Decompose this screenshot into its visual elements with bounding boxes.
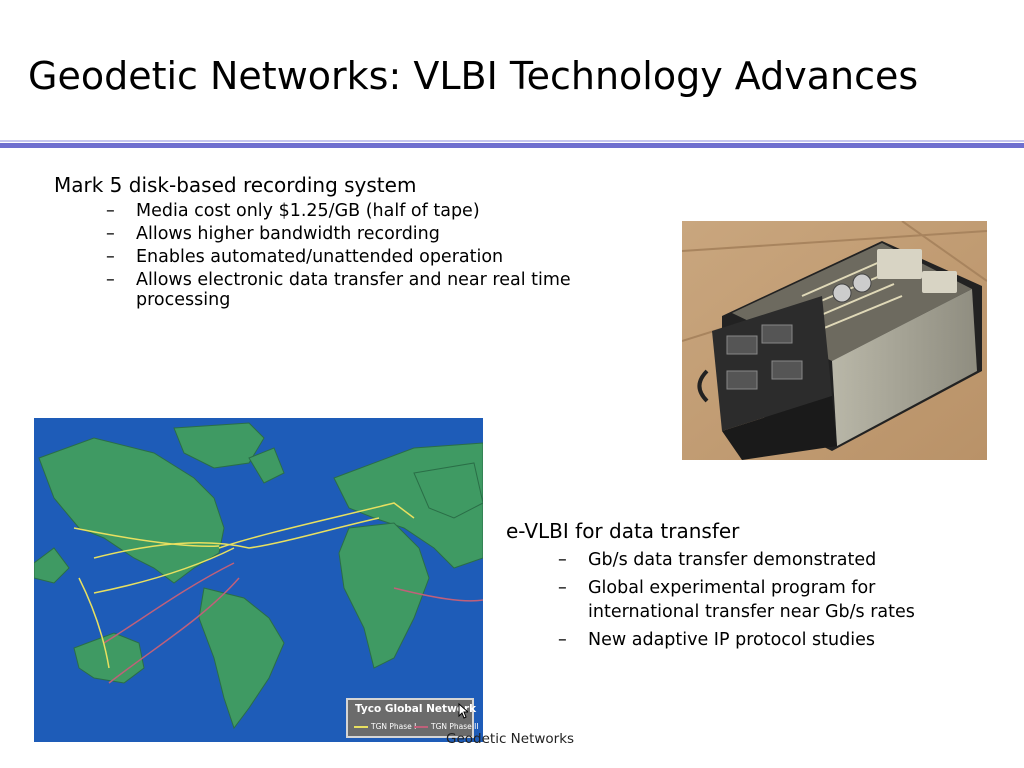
evlbi-heading: e-VLBI for data transfer	[506, 519, 740, 543]
legend-phase1: TGN Phase I	[354, 722, 416, 731]
list-item: –Allows electronic data transfer and nea…	[106, 270, 571, 310]
title-divider	[0, 140, 1024, 148]
evlbi-section: e-VLBI for data transfer –Gb/s data tran…	[506, 518, 986, 652]
list-item: –Media cost only $1.25/GB (half of tape)	[106, 201, 480, 221]
slide-title: Geodetic Networks: VLBI Technology Advan…	[28, 54, 919, 98]
list-item: –Gb/s data transfer demonstrated	[558, 550, 877, 570]
list-item: –Enables automated/unattended operation	[106, 247, 504, 267]
mark5-heading: Mark 5 disk-based recording system	[54, 173, 417, 197]
slide-footer: Geodetic Networks	[446, 731, 575, 747]
list-item: –Allows higher bandwidth recording	[106, 224, 440, 244]
mark5-section: Mark 5 disk-based recording system –Medi…	[54, 172, 654, 310]
phase1-swatch	[354, 726, 368, 728]
legend-phase2: TGN Phase II	[414, 722, 479, 731]
legend-title: Tyco Global Network	[355, 703, 477, 715]
world-cable-map: Tyco Global Network TGN Phase I TGN Phas…	[34, 418, 483, 742]
map-legend: Tyco Global Network TGN Phase I TGN Phas…	[346, 698, 479, 738]
phase2-swatch	[414, 726, 428, 728]
evlbi-list: –Gb/s data transfer demonstrated –Global…	[558, 548, 986, 652]
list-item: –New adaptive IP protocol studies	[558, 630, 875, 650]
list-item: –Global experimental program for interna…	[558, 578, 915, 622]
mouse-pointer-icon	[458, 703, 468, 719]
mark5-recorder-photo	[682, 221, 987, 460]
mark5-list: –Media cost only $1.25/GB (half of tape)…	[106, 201, 654, 310]
